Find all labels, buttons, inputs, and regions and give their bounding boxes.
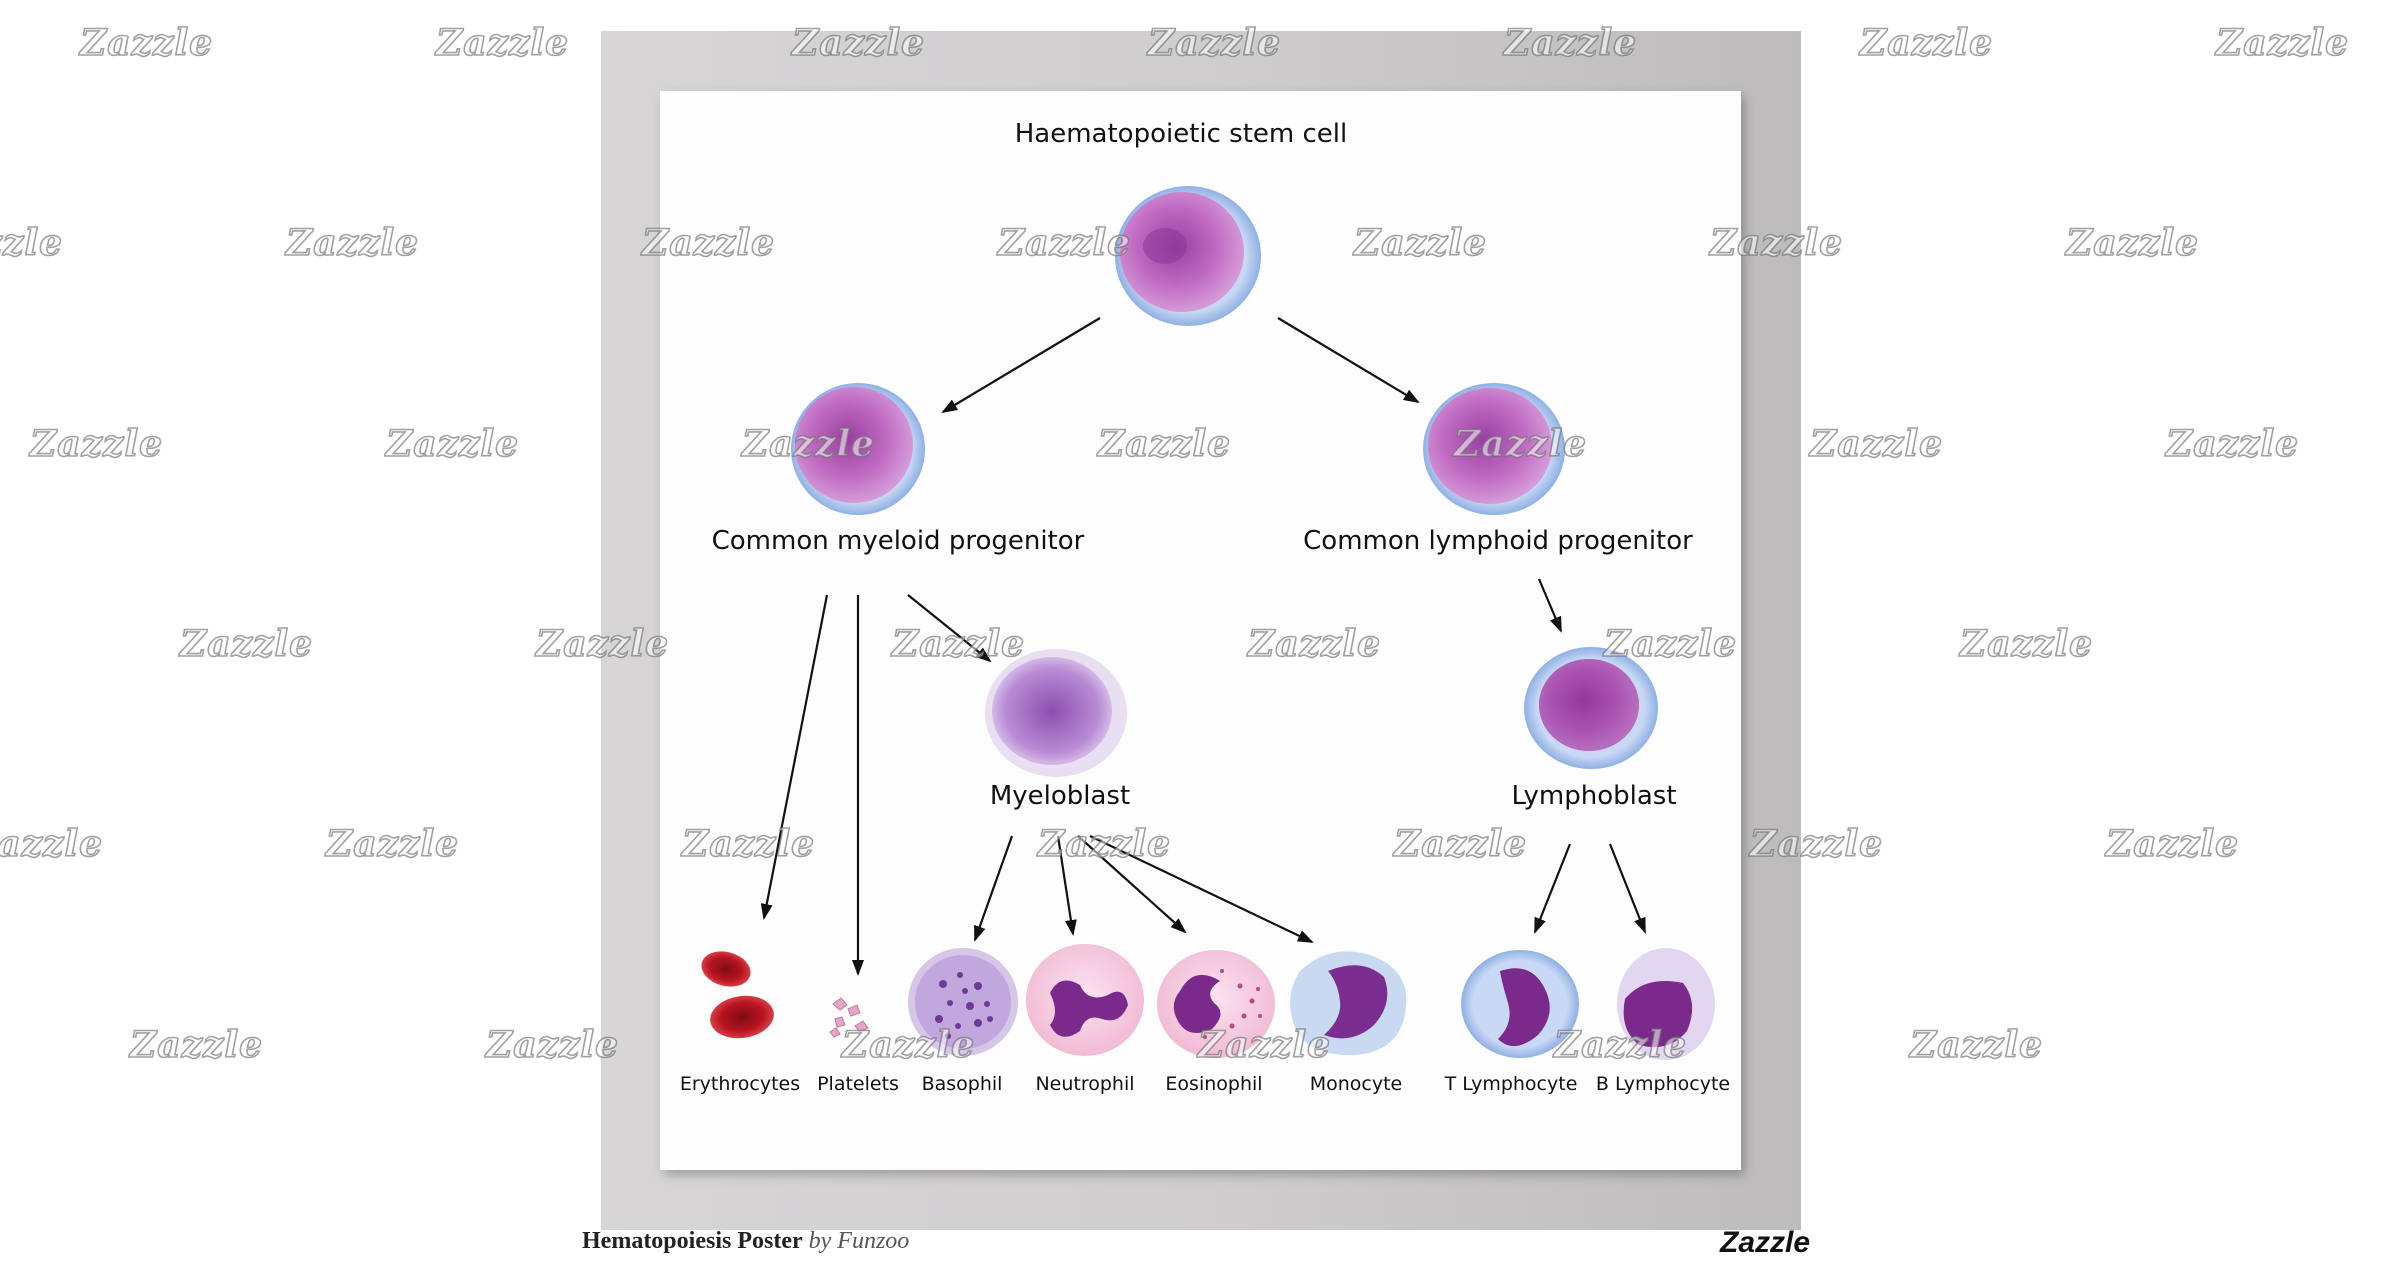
watermark: Zazzle xyxy=(1909,1023,2044,1067)
watermark: Zazzle xyxy=(129,1023,264,1067)
monocyte-illustration xyxy=(1290,951,1407,1056)
watermark: Zazzle xyxy=(385,422,520,466)
b-lymphocyte-illustration xyxy=(1617,948,1715,1060)
watermark: Zazzle xyxy=(2215,21,2350,65)
label-b-lymphocyte: B Lymphocyte xyxy=(1596,1073,1730,1095)
basophil-illustration xyxy=(908,948,1018,1056)
stem-cell-illustration xyxy=(1115,186,1261,326)
watermark: Zazzle xyxy=(1859,21,1994,65)
watermark: Zazzle xyxy=(285,221,420,265)
watermark: Zazzle xyxy=(2065,221,2200,265)
t-lymphocyte-illustration xyxy=(1461,950,1579,1058)
label-eosinophil: Eosinophil xyxy=(1165,1073,1262,1095)
watermark: Zazzle xyxy=(79,21,214,65)
watermark: Zazzle xyxy=(325,822,460,866)
eosinophil-illustration xyxy=(1157,950,1275,1058)
label-t-lymphocyte: T Lymphocyte xyxy=(1444,1073,1578,1095)
label-basophil: Basophil xyxy=(922,1073,1003,1095)
label-root: Haematopoietic stem cell xyxy=(1015,119,1348,149)
watermark: Zazzle xyxy=(1809,422,1944,466)
erythrocytes-illustration xyxy=(701,951,774,1039)
label-lymphoid: Common lymphoid progenitor xyxy=(1303,526,1693,556)
product-caption: Hematopoiesis Poster by Funzoo xyxy=(582,1228,909,1255)
myeloblast-illustration xyxy=(985,649,1127,777)
label-lymphoblast: Lymphoblast xyxy=(1511,781,1676,811)
watermark: Zazzle xyxy=(179,622,314,666)
label-myeloblast: Myeloblast xyxy=(990,781,1130,811)
watermark: Zazzle xyxy=(2165,422,2300,466)
label-neutrophil: Neutrophil xyxy=(1035,1073,1134,1095)
lymphoid-progenitor-illustration xyxy=(1423,383,1565,515)
lymphoblast-illustration xyxy=(1524,647,1658,769)
watermark: Zazzle xyxy=(29,422,164,466)
arrows xyxy=(760,317,1647,976)
label-myeloid: Common myeloid progenitor xyxy=(712,526,1085,556)
label-erythrocytes: Erythrocytes xyxy=(680,1073,800,1095)
watermark: Zazzle xyxy=(2105,822,2240,866)
watermark: Zazzle xyxy=(0,822,104,866)
product-author[interactable]: by Funzoo xyxy=(808,1228,910,1254)
hematopoiesis-diagram: Haematopoietic stem cell Common myeloid … xyxy=(680,119,1730,1095)
label-platelets: Platelets xyxy=(817,1073,899,1095)
myeloid-progenitor-illustration xyxy=(791,383,925,515)
label-monocyte: Monocyte xyxy=(1310,1073,1403,1095)
platelets-illustration xyxy=(829,997,869,1038)
poster[interactable]: Haematopoietic stem cell Common myeloid … xyxy=(660,91,1741,1170)
product-title[interactable]: Hematopoiesis Poster xyxy=(582,1228,803,1254)
watermark: Zazzle xyxy=(485,1023,620,1067)
watermark: Zazzle xyxy=(0,221,64,265)
neutrophil-illustration xyxy=(1026,944,1144,1056)
brand-logo[interactable]: Zazzle xyxy=(1720,1226,1811,1259)
watermark: Zazzle xyxy=(435,21,570,65)
watermark: Zazzle xyxy=(1959,622,2094,666)
